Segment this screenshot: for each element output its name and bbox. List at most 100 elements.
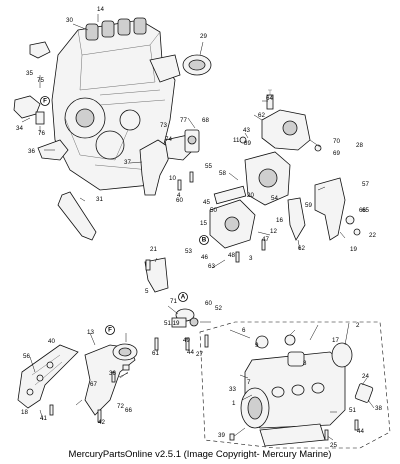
callout-label: 70 xyxy=(333,138,340,145)
callout-label: F xyxy=(43,98,47,105)
callout-label: 31 xyxy=(96,196,103,203)
housing-28 xyxy=(239,89,322,152)
callout-label: 1 xyxy=(232,400,236,407)
callout-circle xyxy=(40,96,50,106)
callout-label: A xyxy=(181,294,186,301)
bracket-31 xyxy=(57,191,97,241)
callout-label: 45 xyxy=(203,199,210,206)
bracket-57 xyxy=(287,177,361,241)
callout-label: 58 xyxy=(219,170,226,177)
callout-label: 60 xyxy=(176,197,183,204)
callout-label: 25 xyxy=(330,442,337,449)
callout-label: 36 xyxy=(28,148,35,155)
callout-label: 16 xyxy=(276,217,283,224)
callout-label: 44 xyxy=(357,428,364,435)
exhaust-elbow xyxy=(139,129,200,196)
callout-label: 62 xyxy=(298,245,305,252)
callout-label: 34 xyxy=(16,125,23,132)
exhaust-manifold xyxy=(17,343,138,416)
callout-label: 77 xyxy=(180,117,187,124)
callout-label: 27 xyxy=(196,351,203,358)
callout-label: 22 xyxy=(369,232,376,239)
callout-label: 50 xyxy=(210,207,217,214)
callout-label: 4 xyxy=(177,192,181,199)
callout-label: 39 xyxy=(218,432,225,439)
callout-circle xyxy=(105,325,115,335)
callout-label: 44 xyxy=(187,349,194,356)
part-group-71 xyxy=(171,308,199,328)
callout-label: 14 xyxy=(97,6,104,13)
callout-label: 12 xyxy=(270,228,277,235)
engine-block xyxy=(51,17,181,191)
callout-label: 41 xyxy=(40,415,47,422)
callout-label: 56 xyxy=(23,353,30,360)
callout-label: 76 xyxy=(38,130,45,137)
callout-label: 63 xyxy=(208,263,215,270)
fasteners xyxy=(49,171,359,441)
callout-label: 24 xyxy=(362,373,369,380)
callout-label: 21 xyxy=(150,246,157,253)
callout-label: 64 xyxy=(266,95,273,102)
heat-exchanger-outline xyxy=(199,321,391,449)
callout-label: 2 xyxy=(356,322,360,329)
callout-label: 28 xyxy=(356,142,363,149)
callout-label: 74 xyxy=(165,136,172,143)
callout-label: 62 xyxy=(258,112,265,119)
callout-label: 67 xyxy=(90,381,97,388)
callout-label: 18 xyxy=(21,409,28,416)
callout-label: 38 xyxy=(375,405,382,412)
callout-label: 13 xyxy=(87,329,94,336)
bracket-63 xyxy=(144,257,169,293)
callout-label: 60 xyxy=(205,300,212,307)
callout-label: 54 xyxy=(271,195,278,202)
copyright-footer: MercuryPartsOnline v2.5.1 (Image Copyrig… xyxy=(68,449,332,460)
callout-label: F xyxy=(108,327,112,334)
callout-label: 73 xyxy=(160,122,167,129)
callout-label: 71 xyxy=(170,298,177,305)
callout-label: 65 xyxy=(362,207,369,214)
heat-exchanger xyxy=(240,334,374,447)
callout-label: 35 xyxy=(26,70,33,77)
callout-label: 3 xyxy=(249,255,253,262)
leader-lines xyxy=(21,14,375,441)
callout-label: 8 xyxy=(303,360,307,367)
callout-circle xyxy=(178,292,188,302)
callout-label: 66 xyxy=(359,207,366,214)
callout-label: 53 xyxy=(185,248,192,255)
callout-label: 51.19 xyxy=(164,320,180,327)
callout-label: 37 xyxy=(124,159,131,166)
callout-label: 47 xyxy=(262,236,269,243)
thermostat-housing xyxy=(209,151,291,249)
callout-label: 43 xyxy=(243,127,250,134)
callout-circle xyxy=(199,235,209,245)
callout-label: 36 xyxy=(109,370,116,377)
callout-label: 89 xyxy=(244,140,251,147)
callout-label: 49 xyxy=(183,337,190,344)
callout-label: 66 xyxy=(125,407,132,414)
callout-label: 9 xyxy=(255,342,259,349)
callout-label: 42 xyxy=(98,419,105,426)
callout-label: B xyxy=(202,237,207,244)
callout-label: 61 xyxy=(152,350,159,357)
callout-label: 75 xyxy=(37,77,44,84)
callout-label: 40 xyxy=(48,338,55,345)
callout-label: 55 xyxy=(205,163,212,170)
callout-label: 48 xyxy=(228,252,235,259)
callout-label: 52 xyxy=(215,305,222,312)
callout-label: 33 xyxy=(229,386,236,393)
callout-label: 20 xyxy=(247,192,254,199)
callout-label: 15 xyxy=(200,220,207,227)
callout-label: 11 xyxy=(233,137,240,144)
callout-label: 68 xyxy=(202,117,209,124)
callout-label: 7 xyxy=(247,379,251,386)
callout-label: 17 xyxy=(332,337,339,344)
callout-label: 57 xyxy=(362,181,369,188)
callout-label: 5 xyxy=(145,288,149,295)
callout-label: 6 xyxy=(242,327,246,334)
callout-label: 46 xyxy=(201,254,208,261)
callout-label: 10 xyxy=(169,175,176,182)
callout-label: 19 xyxy=(350,246,357,253)
callout-label: 72 xyxy=(117,403,124,410)
